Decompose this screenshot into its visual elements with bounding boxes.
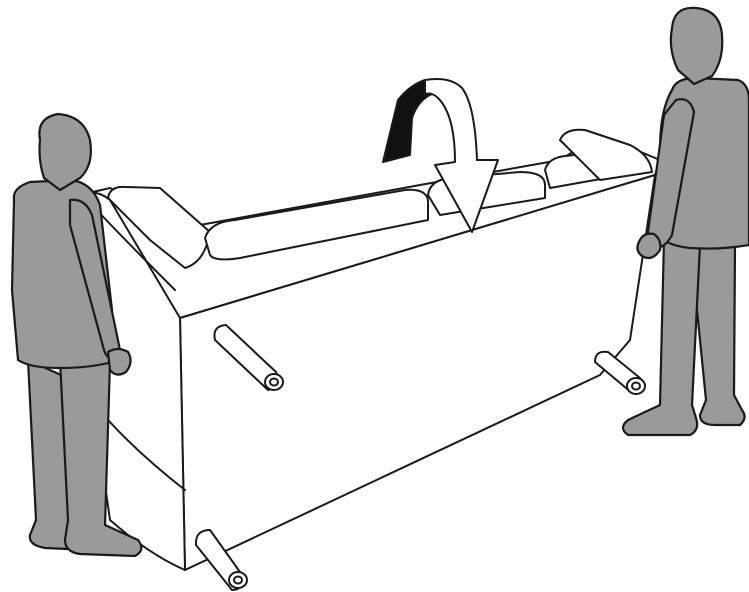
person-right-hand <box>637 234 660 258</box>
person-left-head <box>39 114 91 190</box>
person-right-head <box>671 8 722 84</box>
person-left-hand <box>108 349 131 375</box>
sofa <box>80 130 660 570</box>
